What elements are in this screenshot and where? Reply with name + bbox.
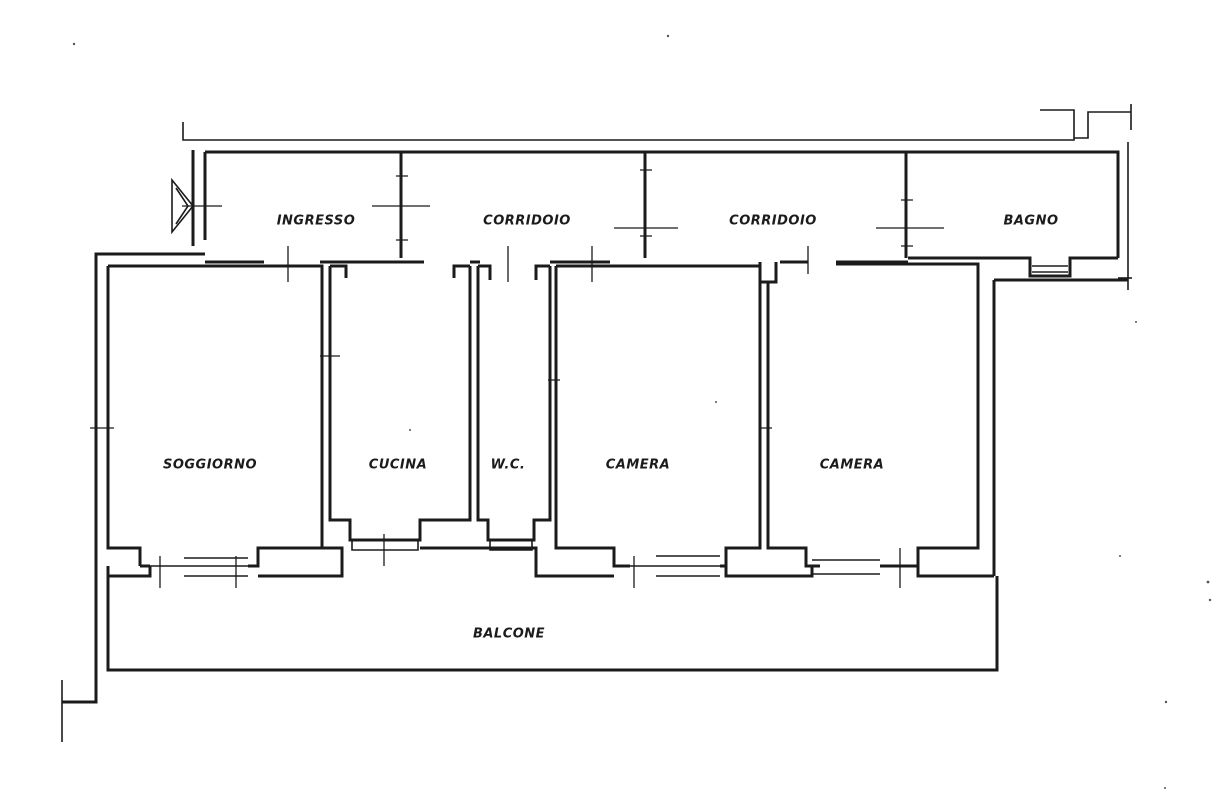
soggiorno-walls: [90, 246, 324, 588]
outer-walls: [61, 252, 1128, 742]
bagno-window: [1032, 265, 1068, 273]
wc-walls: [420, 246, 614, 578]
label-soggiorno: SOGGIORNO: [163, 458, 257, 473]
label-corridoio-1: CORRIDOIO: [483, 214, 571, 229]
label-camera-1: CAMERA: [606, 458, 671, 473]
label-camera-2: CAMERA: [820, 458, 885, 473]
camera-1-walls: [554, 246, 814, 588]
entry-door-icon: [171, 177, 222, 235]
label-ingresso: INGRESSO: [277, 214, 356, 229]
label-cucina: CUCINA: [369, 458, 427, 473]
scan-noise: [72, 34, 1212, 789]
label-bagno: BAGNO: [1003, 214, 1058, 229]
camera-2-walls: [758, 246, 994, 588]
upper-rooms-wall: [191, 142, 1132, 290]
top-building-wall: [182, 104, 1132, 141]
label-wc: W.C.: [491, 458, 526, 473]
upper-partitions: [372, 152, 944, 258]
label-balcone: BALCONE: [473, 627, 545, 642]
label-corridoio-2: CORRIDOIO: [729, 214, 817, 229]
cucina-walls: [258, 264, 472, 578]
